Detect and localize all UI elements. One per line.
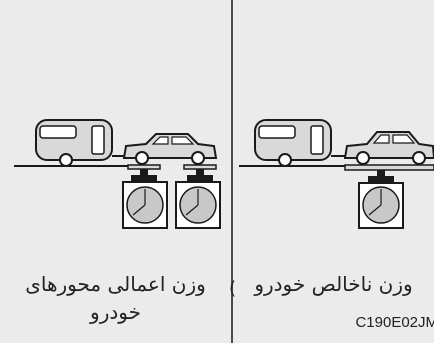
- trailer-icon: [35, 119, 124, 167]
- panel-axle-weight: وزن اعمالی محورهای خودرو: [0, 119, 231, 326]
- gross-weight-illustration: [239, 119, 434, 229]
- axle-scale-rear: [175, 164, 221, 229]
- car-icon: [343, 131, 434, 165]
- axle-weight-illustration: [14, 119, 221, 229]
- panel-divider: [231, 0, 233, 343]
- trailer-icon: [254, 119, 345, 167]
- axle-scale-front: [122, 164, 168, 229]
- gross-weight-caption: وزن ناخالص خودرو: [254, 272, 413, 296]
- axle-weight-caption-line2: خودرو: [90, 300, 141, 324]
- clipped-glyph: (: [229, 278, 237, 299]
- figure-code: C190E02JM: [355, 314, 434, 331]
- axle-weight-caption-line1: وزن اعمالی محورهای: [25, 272, 206, 296]
- gross-weight-scale: [344, 164, 434, 229]
- car-icon: [122, 133, 218, 165]
- panel-gross-weight: ( وزن ناخالص خودرو C190E02JM: [229, 0, 434, 343]
- axle-weight-caption: وزن اعمالی محورهای خودرو: [0, 270, 231, 326]
